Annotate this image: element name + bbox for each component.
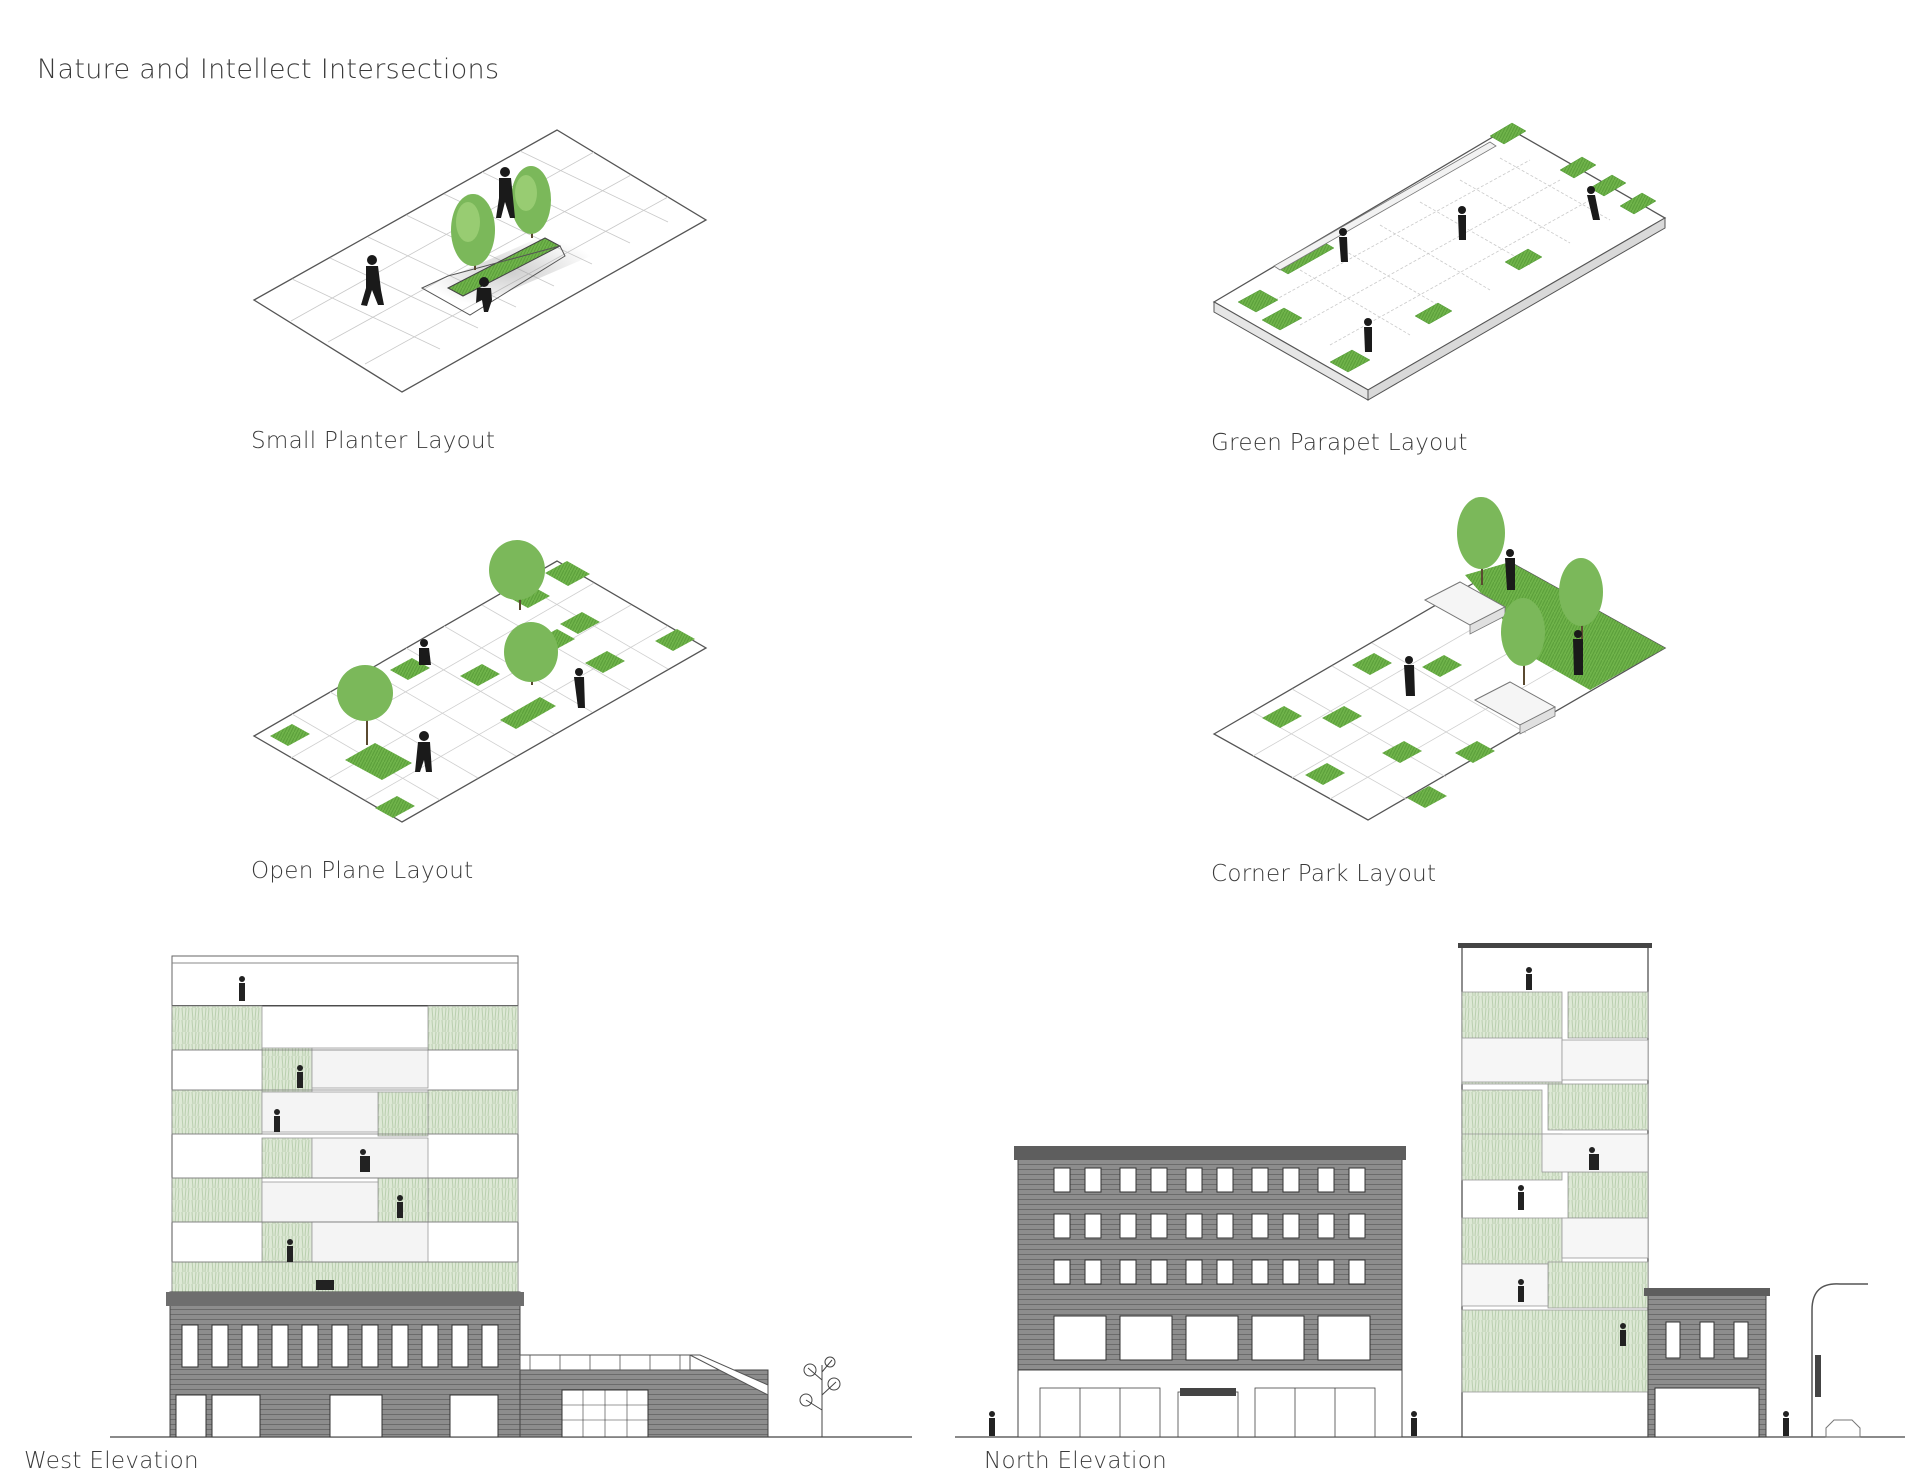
caption-small-planter: Small Planter Layout [251, 428, 496, 454]
north-elevation-drawing [955, 943, 1905, 1438]
caption-west-elevation: West Elevation [24, 1448, 199, 1474]
tree-icon [1457, 497, 1603, 685]
small-planter-diagram [252, 129, 708, 393]
caption-corner-park: Corner Park Layout [1211, 861, 1437, 887]
person-icon [415, 639, 585, 772]
person-icon [1339, 186, 1600, 352]
tree-icon [799, 1356, 841, 1437]
tree-icon [451, 166, 551, 270]
person-icon [361, 167, 515, 312]
car-icon [1825, 1419, 1861, 1438]
open-plane-diagram [252, 540, 708, 823]
west-elevation-drawing [110, 955, 912, 1438]
street-lamp-icon [1811, 1283, 1868, 1437]
person-icon [989, 967, 1789, 1436]
caption-north-elevation: North Elevation [984, 1448, 1167, 1474]
person-icon [239, 976, 403, 1290]
green-parapet-diagram [1212, 122, 1667, 401]
corner-park-diagram [1212, 497, 1667, 821]
caption-green-parapet: Green Parapet Layout [1211, 430, 1468, 456]
person-icon [1404, 549, 1583, 696]
page-title: Nature and Intellect Intersections [37, 54, 500, 85]
tree-icon [337, 540, 558, 745]
caption-open-plane: Open Plane Layout [251, 858, 474, 884]
